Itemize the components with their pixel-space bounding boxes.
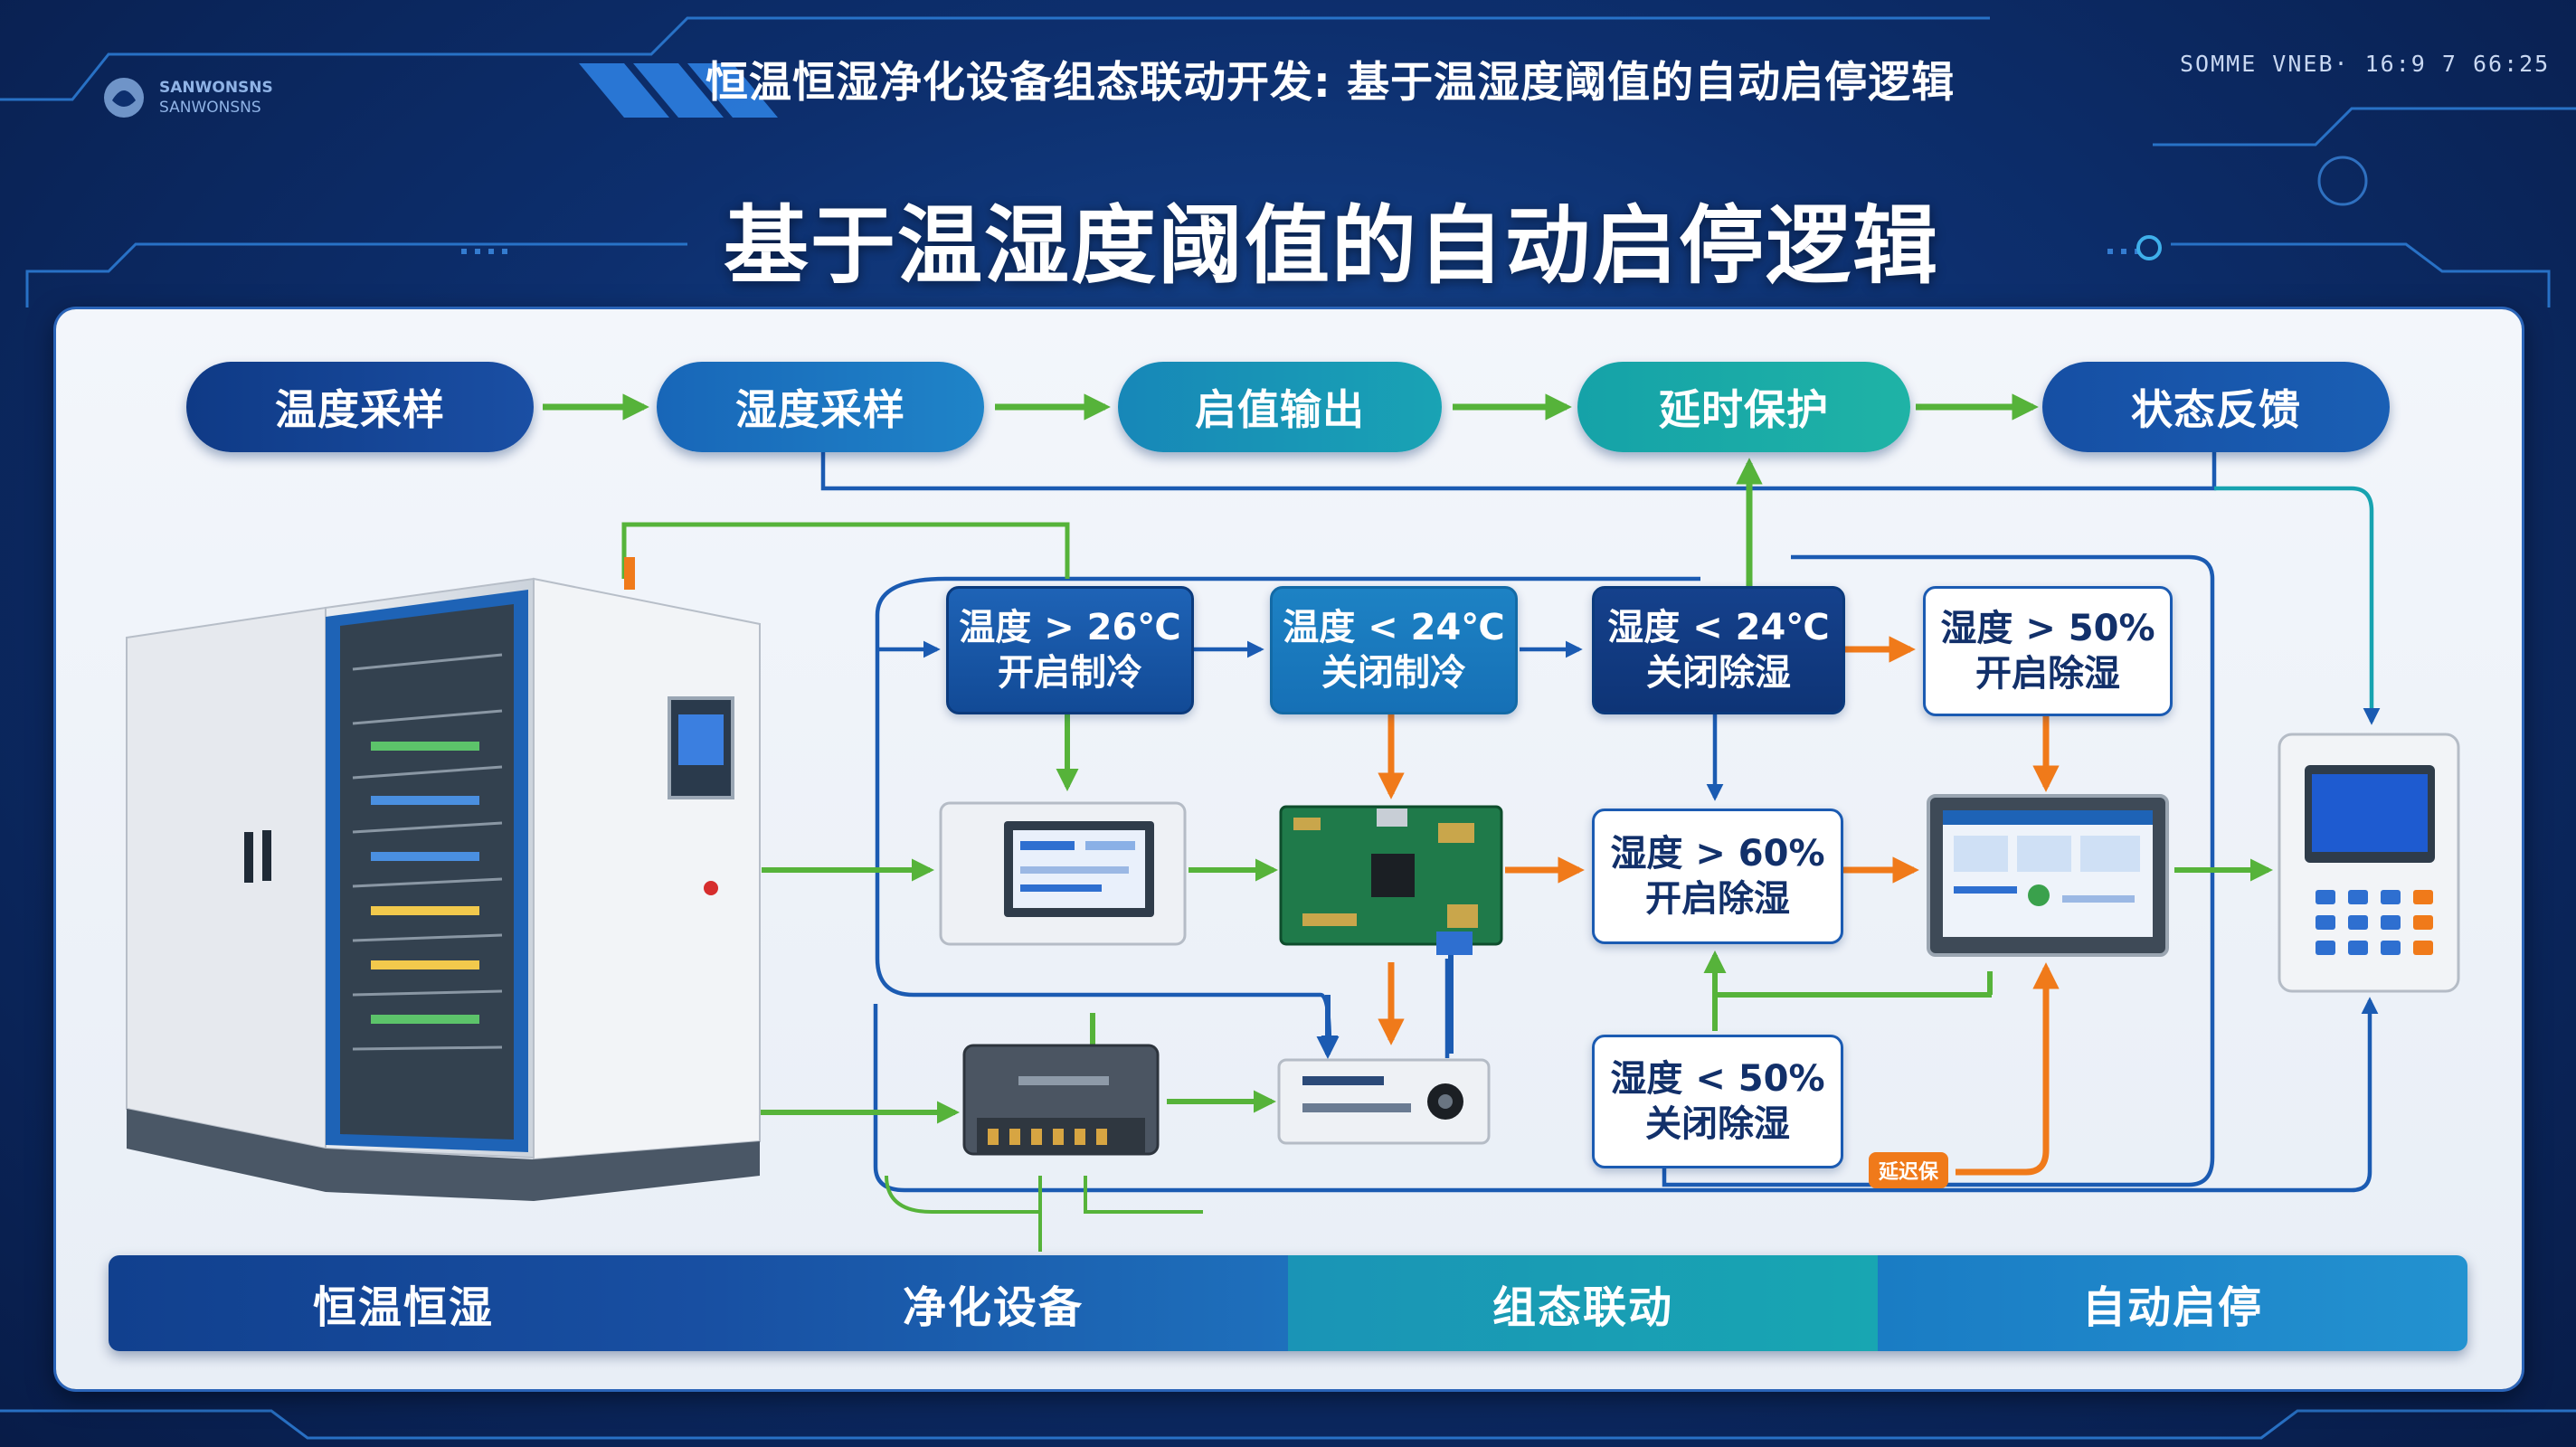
condition-humidity-above-60[interactable]: 湿度 > 60% 开启除湿 (1592, 809, 1843, 944)
category-configuration-linkage[interactable]: 组态联动 (1288, 1255, 1878, 1351)
orange-arrows (1378, 636, 2060, 1176)
equipment-links (621, 522, 2274, 1252)
condition-threshold: 湿度 > 50% (1940, 608, 2155, 649)
condition-action: 关闭除湿 (1646, 652, 1791, 694)
delay-protection-tag: 延迟保 (1869, 1152, 1948, 1188)
condition-threshold: 温度 < 24℃ (1283, 607, 1505, 648)
small-hmi-illustration (939, 801, 1187, 946)
header-meta: SOMME VNEB· 16:9 7 66:25 (2180, 51, 2551, 77)
cleanroom-cabinet-illustration (126, 557, 761, 1201)
pipeline-step-threshold-output[interactable]: 启值输出 (1118, 362, 1442, 452)
sensor-module-illustration (1277, 1058, 1491, 1145)
condition-action: 开启制冷 (998, 652, 1142, 694)
gateway-module-illustration (962, 1044, 1160, 1156)
category-auto-start-stop[interactable]: 自动启停 (1878, 1255, 2467, 1351)
condition-action: 开启除湿 (1645, 878, 1790, 920)
pipeline-step-label: 延时保护 (1659, 385, 1829, 434)
header-title: 恒温恒湿净化设备组态联动开发: 基于温湿度阈值的自动启停逻辑 (706, 58, 1956, 108)
condition-action: 开启除湿 (1975, 653, 2120, 695)
feedback-lines (820, 452, 2381, 1193)
pipeline-step-label: 湿度采样 (735, 385, 905, 434)
condition-temp-above-26[interactable]: 温度 > 26℃ 开启制冷 (946, 586, 1194, 714)
condition-action: 关闭制冷 (1321, 652, 1466, 694)
category-constant-temp-humidity[interactable]: 恒温恒湿 (109, 1255, 698, 1351)
controller-board-illustration (1279, 805, 1503, 955)
logo-icon (104, 78, 144, 118)
pipeline-step-status-feedback[interactable]: 状态反馈 (2042, 362, 2390, 452)
condition-temp-below-24[interactable]: 温度 < 24℃ 关闭制冷 (1270, 586, 1518, 714)
condition-humidity-below-24[interactable]: 湿度 < 24℃ 关闭除湿 (1592, 586, 1845, 714)
pipeline-step-humidity-sampling[interactable]: 湿度采样 (657, 362, 984, 452)
category-bar: 恒温恒湿 净化设备 组态联动 自动启停 (109, 1255, 2467, 1351)
pipeline-step-label: 温度采样 (275, 385, 445, 434)
touch-panel-illustration (1927, 794, 2169, 957)
wall-controller-illustration (2278, 733, 2460, 993)
category-purification-equipment[interactable]: 净化设备 (698, 1255, 1288, 1351)
condition-action: 关闭除湿 (1645, 1103, 1790, 1145)
pipeline-step-label: 状态反馈 (2131, 385, 2301, 434)
condition-humidity-above-50[interactable]: 湿度 > 50% 开启除湿 (1923, 586, 2173, 716)
logo-text: SANWONSNS SANWONSNS (159, 79, 273, 117)
main-title: 基于温湿度阈值的自动启停逻辑 (724, 197, 1940, 296)
condition-threshold: 湿度 > 60% (1610, 833, 1825, 875)
pipeline-step-delay-protection[interactable]: 延时保护 (1577, 362, 1910, 452)
pipeline-step-label: 启值输出 (1195, 385, 1365, 434)
condition-threshold: 温度 > 26℃ (959, 607, 1181, 648)
company-logo: SANWONSNS SANWONSNS (99, 71, 317, 125)
condition-threshold: 湿度 < 24℃ (1607, 607, 1830, 648)
pipeline-step-temperature-sampling[interactable]: 温度采样 (186, 362, 534, 452)
condition-humidity-below-50[interactable]: 湿度 < 50% 关闭除湿 (1592, 1035, 1843, 1168)
condition-threshold: 湿度 < 50% (1610, 1058, 1825, 1100)
